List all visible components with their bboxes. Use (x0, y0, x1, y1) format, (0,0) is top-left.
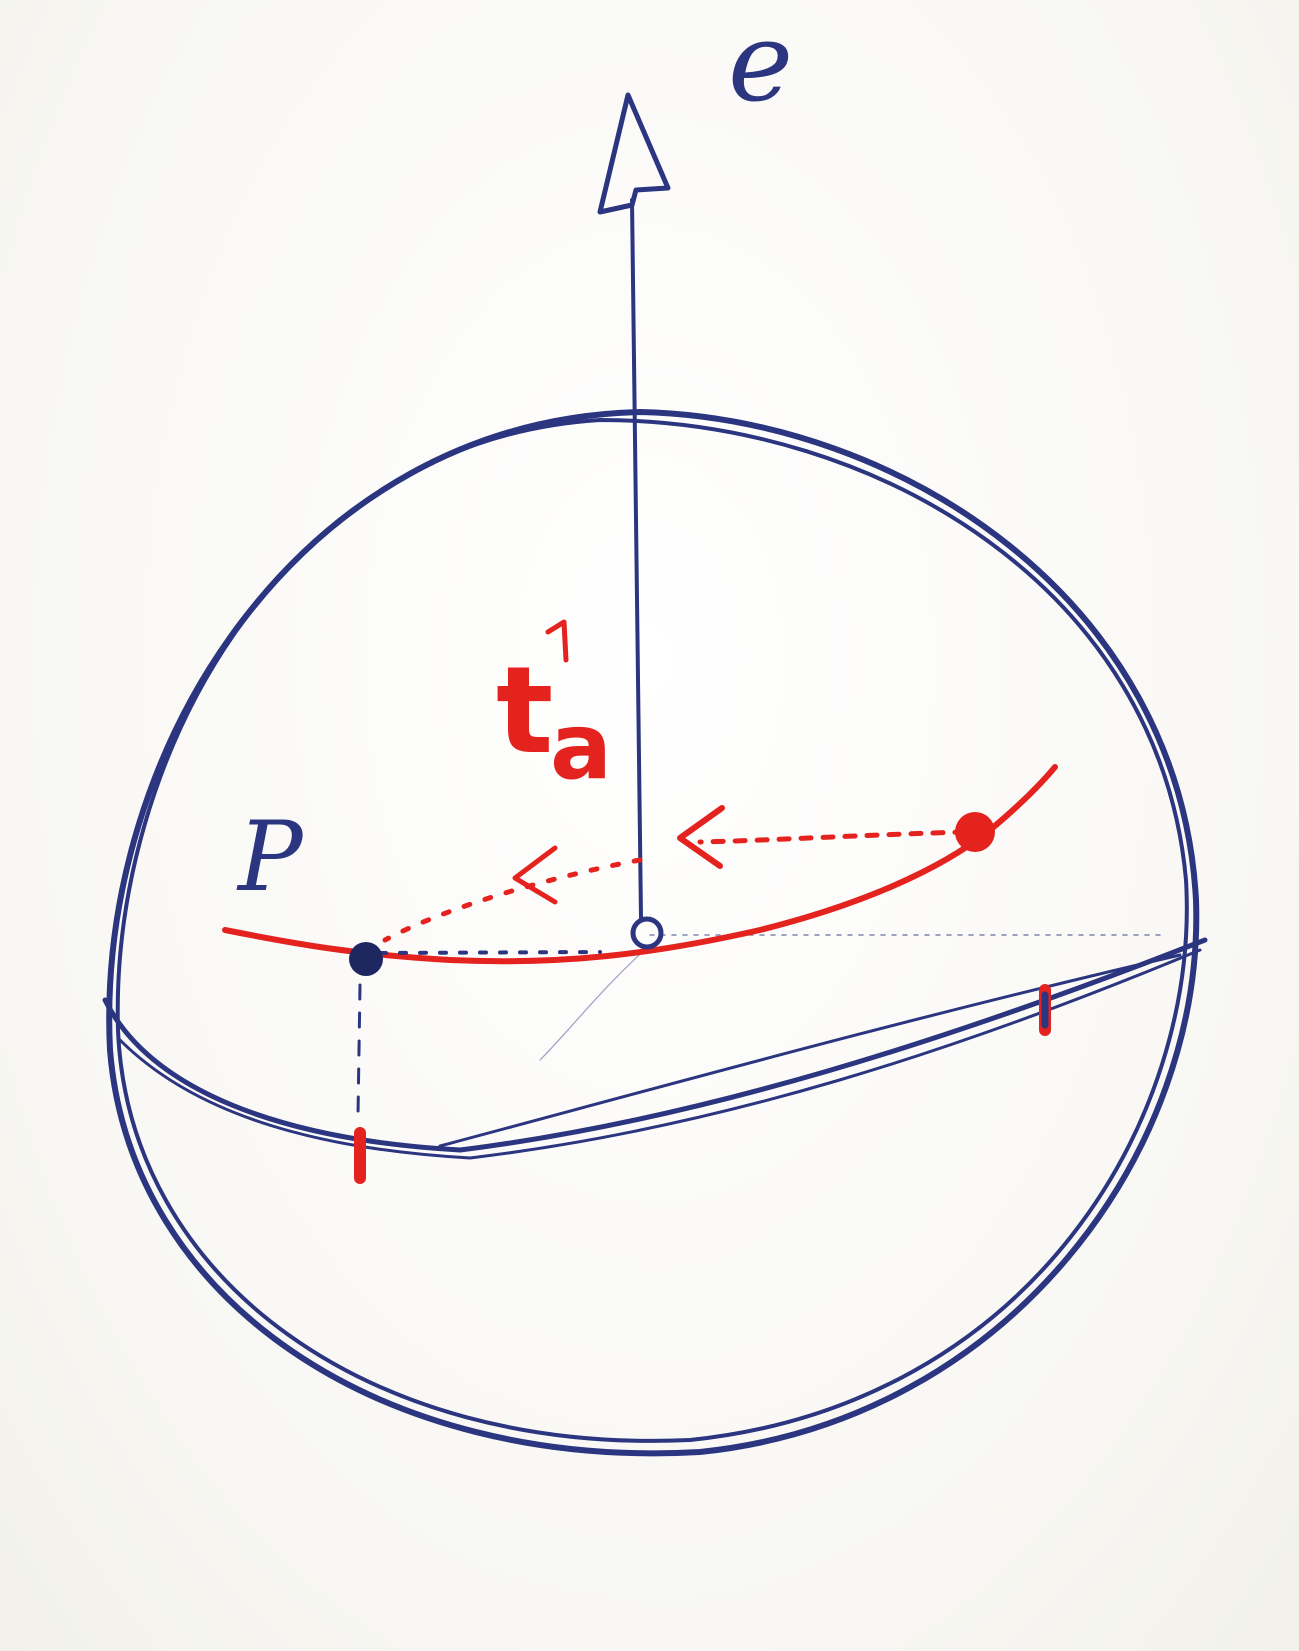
label-t-hat (545, 619, 569, 663)
projection-line (356, 983, 362, 1117)
label-t: t (496, 642, 553, 781)
axis-e-arrowhead (597, 92, 671, 215)
axis-label-e: e (728, 0, 793, 126)
red-vector-dotted (697, 829, 968, 845)
sphere-outline-second-stroke (115, 418, 1189, 1443)
construction-line (539, 944, 651, 1061)
equator-front (102, 937, 1208, 1153)
point-p (349, 942, 383, 976)
red-vector-arrowhead-lower (512, 845, 558, 905)
label-p: P (236, 801, 304, 913)
sphere-outline (106, 409, 1200, 1457)
equator-back (438, 953, 1182, 1148)
red-endpoint (955, 812, 995, 852)
equator-front-second-stroke (118, 948, 1202, 1160)
axis-e-line (630, 198, 643, 920)
label-a-subscript: a (550, 693, 612, 800)
dotted-connector (378, 950, 602, 955)
red-vector-dotted-left (382, 857, 643, 943)
red-vector-arrowhead-upper (677, 805, 725, 869)
center-point (630, 916, 664, 950)
